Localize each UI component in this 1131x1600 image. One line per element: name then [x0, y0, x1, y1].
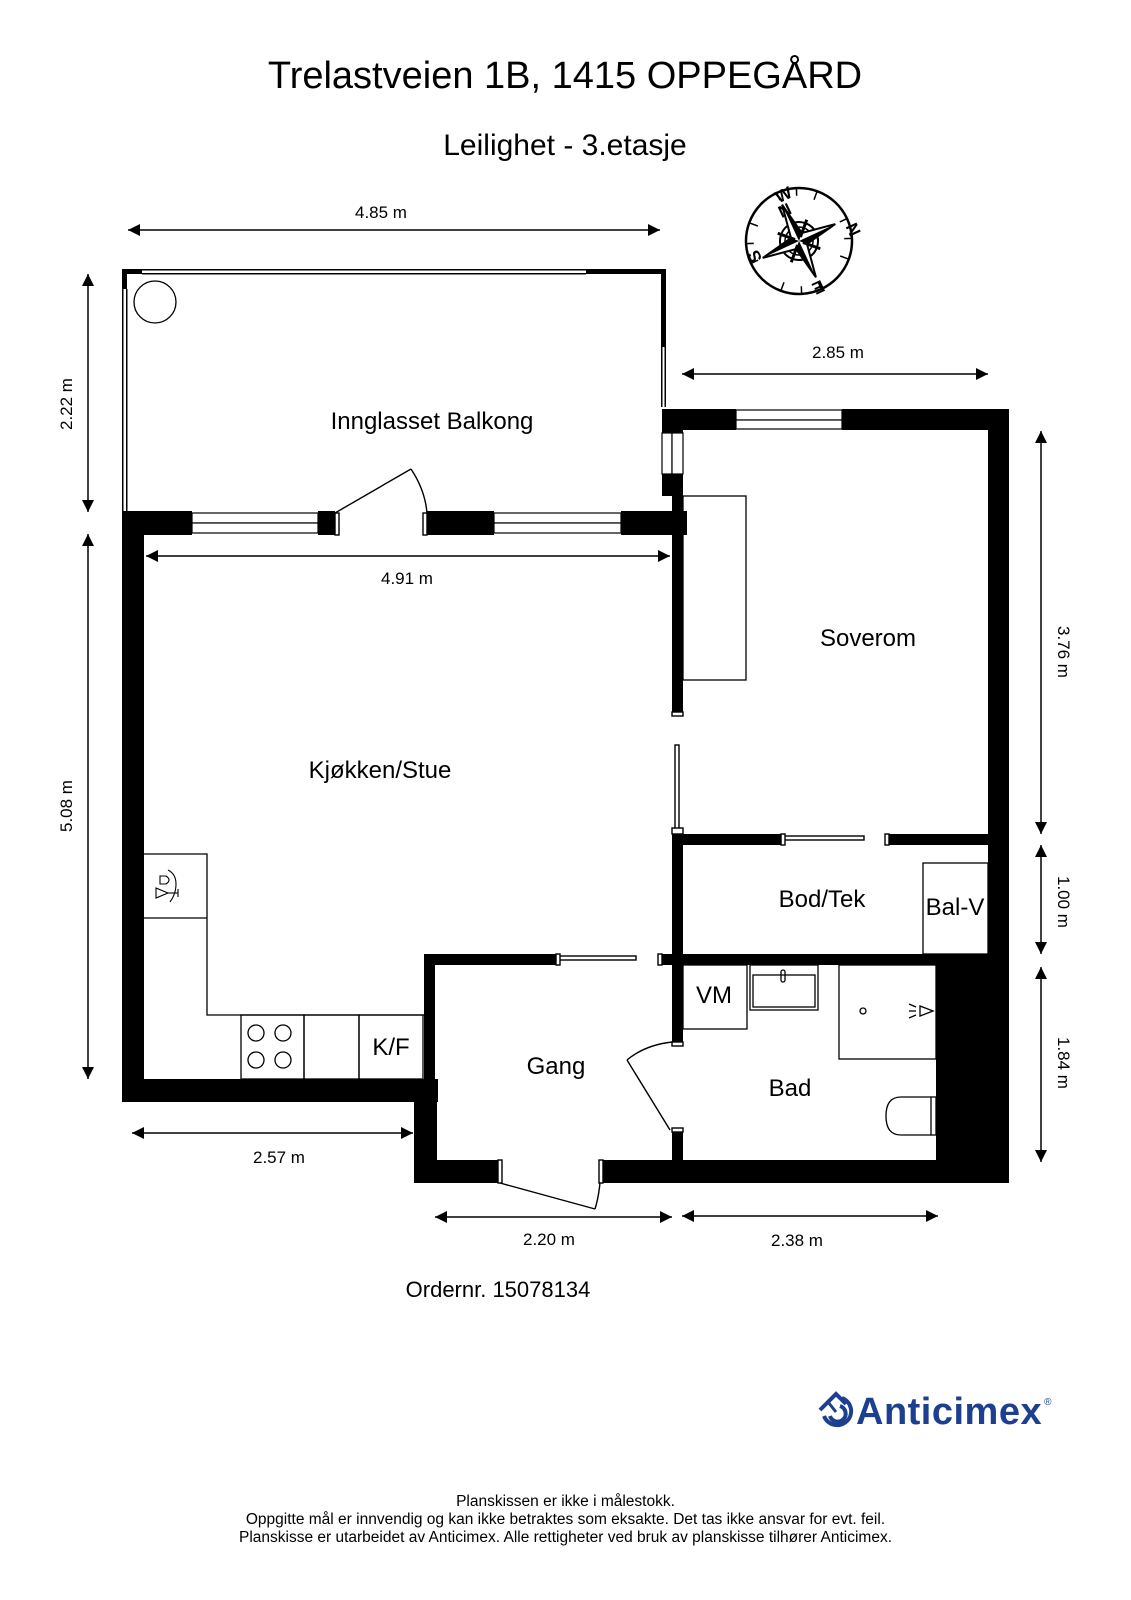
room-label-balcony: Innglasset Balkong	[331, 408, 534, 435]
floor-subtitle: Leilighet - 3.etasje	[443, 129, 687, 162]
dimension-lines	[82, 224, 1047, 1223]
dimension-labels: 4.85 m 2.22 m 2.85 m 4.91 m 3.76 m 5.08 …	[57, 203, 1073, 1250]
windows	[191, 409, 843, 534]
dim-kitchen-width: 2.57 m	[253, 1148, 305, 1167]
compass-rose-icon: N	[744, 186, 854, 296]
dim-living-width: 4.91 m	[381, 569, 433, 588]
bath-sink-icon	[749, 964, 819, 1011]
anticimex-logo: Anticimex ®	[818, 1389, 1052, 1435]
toilet-icon	[885, 1096, 937, 1136]
dim-balcony-width: 4.85 m	[355, 203, 407, 222]
brand-registered-mark: ®	[1044, 1396, 1052, 1408]
room-label-vm: VM	[696, 982, 732, 1009]
dim-bedroom-width: 2.85 m	[812, 343, 864, 362]
dim-bath-width: 2.38 m	[771, 1231, 823, 1250]
round-table-icon	[133, 280, 177, 324]
room-labels: Innglasset Balkong Kjøkken/Stue Soverom …	[309, 408, 985, 1102]
room-label-bath: Bad	[769, 1075, 812, 1102]
dim-bath-depth: 1.84 m	[1054, 1037, 1073, 1089]
shower-icon	[838, 964, 937, 1060]
doors	[334, 468, 890, 1210]
dim-balcony-depth: 2.22 m	[57, 378, 76, 430]
dim-living-depth: 5.08 m	[57, 780, 76, 832]
disclaimer-line: Oppgitte mål er innvendig og kan ikke be…	[245, 1511, 886, 1528]
dim-bedroom-depth: 3.76 m	[1054, 626, 1073, 678]
walls	[122, 269, 1009, 1183]
dim-storage-depth: 1.00 m	[1054, 876, 1073, 928]
sink-icon	[155, 869, 179, 903]
room-label-bedroom: Soverom	[820, 625, 916, 652]
disclaimer-line: Planskissen er ikke i målestokk.	[456, 1493, 675, 1510]
anticimex-logo-icon	[818, 1391, 854, 1428]
stove-icon	[240, 1014, 305, 1080]
room-label-kf: K/F	[372, 1034, 409, 1061]
disclaimer: Planskissen er ikke i målestokk. Oppgitt…	[0, 1493, 1131, 1547]
washing-machine	[682, 964, 748, 1030]
wardrobe	[682, 495, 747, 681]
room-label-storage: Bod/Tek	[779, 886, 867, 913]
disclaimer-line: Planskisse er utarbeidet av Anticimex. A…	[238, 1529, 892, 1546]
address-title: Trelastveien 1B, 1415 OPPEGÅRD	[268, 53, 862, 97]
room-label-living: Kjøkken/Stue	[309, 757, 452, 784]
room-label-hall: Gang	[527, 1053, 586, 1080]
order-number: Ordernr. 15078134	[406, 1277, 591, 1302]
balancing-valve-cabinet	[922, 862, 989, 955]
brand-name: Anticimex	[856, 1390, 1043, 1433]
dim-hall-width: 2.20 m	[523, 1230, 575, 1249]
fridge-freezer	[358, 1014, 424, 1080]
room-label-balv: Bal-V	[926, 894, 985, 921]
fixtures	[133, 280, 989, 1136]
